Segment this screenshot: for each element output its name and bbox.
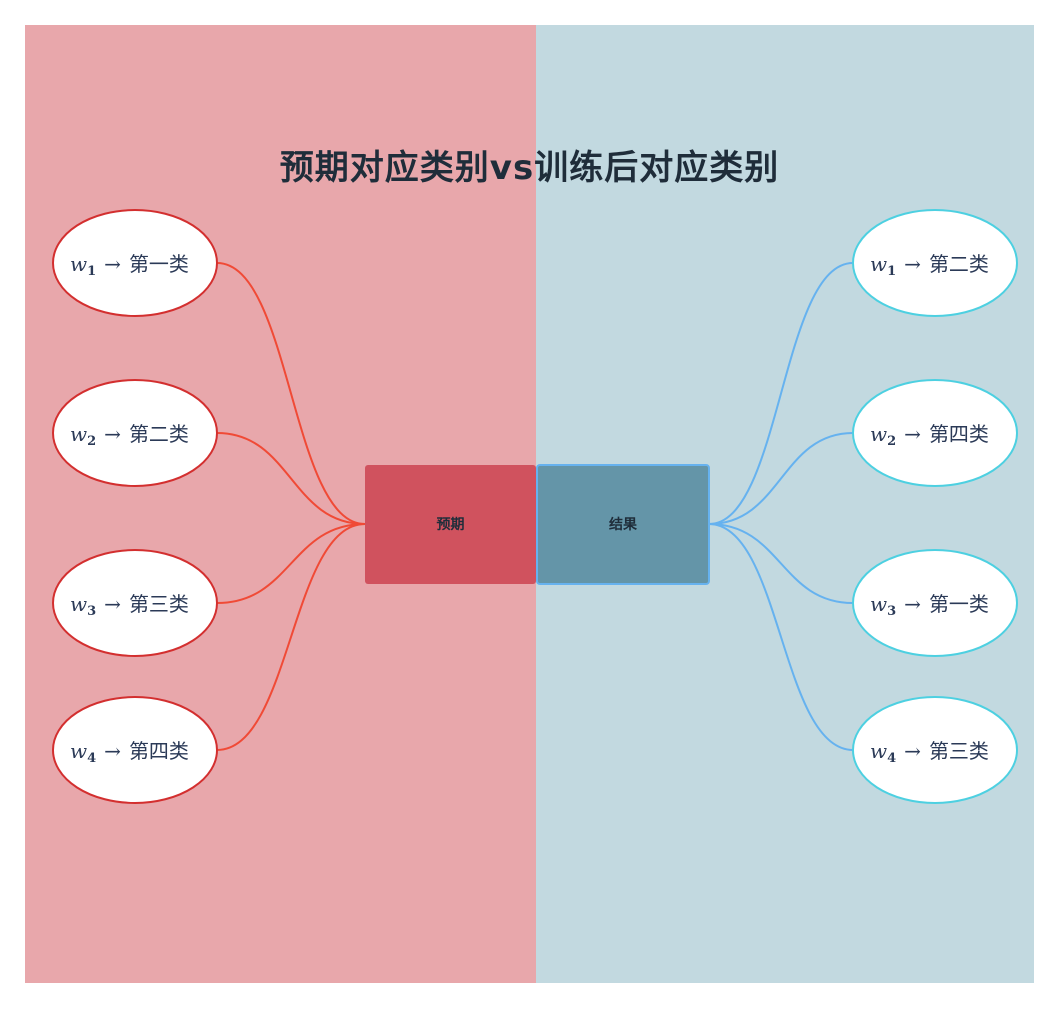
leaf-label: w3→第一类 [870,592,989,619]
leaf-ellipse [852,209,1018,317]
left-center-node[interactable] [365,465,536,584]
right-leaf-node-2[interactable]: w2→第四类 [852,379,1018,487]
diagram-title: 预期对应类别vs训练后对应类别 [279,148,780,188]
leaf-label: w3→第三类 [70,592,189,619]
leaf-ellipse [52,696,218,804]
left-center-label: 预期 [437,517,465,533]
right-leaf-node-3[interactable]: w3→第一类 [852,549,1018,657]
leaf-ellipse [852,696,1018,804]
left-leaf-node-3[interactable]: w3→第三类 [52,549,218,657]
leaf-ellipse [52,209,218,317]
leaf-label: w2→第四类 [870,422,989,449]
right-connector-4 [708,523,854,751]
right-connector-1 [708,262,854,525]
right-branch: 结果 w1→第二类 w2→第四类 w3→第一类 w4→第三类 [536,209,1018,804]
leaf-label: w4→第三类 [870,739,989,766]
leaf-label: w2→第二类 [70,422,189,449]
left-leaf-node-2[interactable]: w2→第二类 [52,379,218,487]
right-leaf-node-1[interactable]: w1→第二类 [852,209,1018,317]
right-connector-3 [708,523,854,604]
left-leaf-node-4[interactable]: w4→第四类 [52,696,218,804]
left-leaf-node-1[interactable]: w1→第一类 [52,209,218,317]
left-connector-3 [216,523,366,604]
right-leaf-node-4[interactable]: w4→第三类 [852,696,1018,804]
leaf-ellipse [852,379,1018,487]
leaf-label: w1→第一类 [70,252,189,279]
right-center-label: 结果 [609,516,638,533]
left-connector-2 [216,432,366,525]
leaf-ellipse [52,379,218,487]
leaf-ellipse [52,549,218,657]
left-connector-1 [216,262,366,525]
left-branch: 预期 w1→第一类 w2→第二类 w3→第三类 w4→第四类 [52,209,536,804]
leaf-label: w1→第二类 [870,252,989,279]
leaf-label: w4→第四类 [70,739,189,766]
left-connector-4 [216,523,366,751]
right-connector-2 [708,432,854,525]
right-center-node[interactable] [536,464,710,585]
leaf-ellipse [852,549,1018,657]
